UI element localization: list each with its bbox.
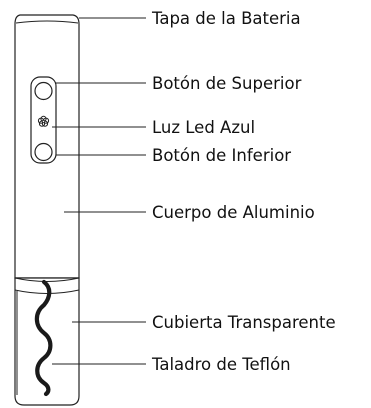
label-teflon-screw: Taladro de Teflón [151, 355, 291, 374]
top-button[interactable] [34, 81, 53, 101]
transparent-cover-shape [14, 277, 80, 406]
cover-collar-top [14, 277, 80, 282]
label-bottom-button: Botón de Inferior [152, 146, 291, 165]
teflon-screw-spiral [34, 279, 53, 397]
label-blue-led: Luz Led Azul [152, 118, 255, 137]
label-battery-cap: Tapa de la Bateria [151, 9, 301, 28]
cover-collar-bottom [14, 289, 80, 294]
bottom-button[interactable] [34, 142, 53, 162]
label-transparent-cover: Cubierta Transparente [152, 313, 336, 332]
flower-led-icon [37, 115, 50, 127]
battery-cap-line [15, 20, 79, 24]
label-top-button: Botón de Superior [152, 74, 302, 93]
label-aluminum-body: Cuerpo de Aluminio [152, 203, 315, 222]
corkscrew-device [14, 14, 80, 406]
